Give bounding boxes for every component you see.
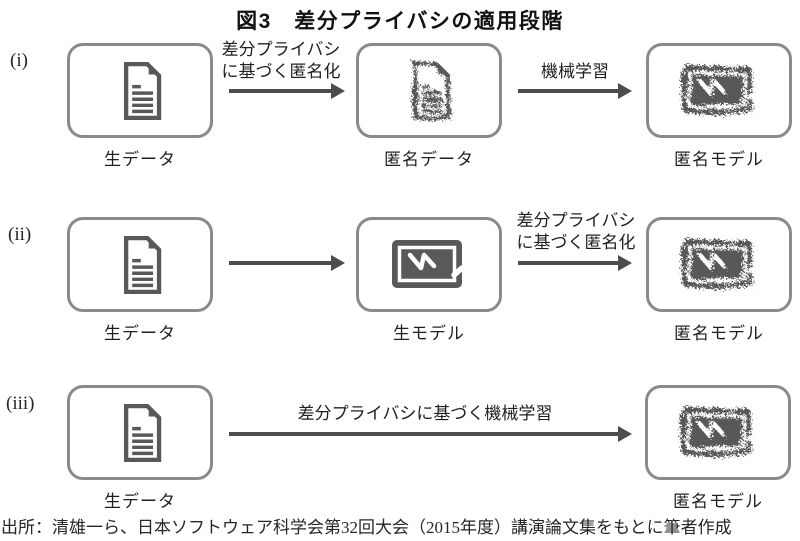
node-anonymous-data: 匿名データ — [356, 43, 502, 170]
node-box — [645, 385, 791, 480]
node-anonymous-model-2: 匿名モデル — [646, 217, 792, 344]
noisy-model-icon — [679, 237, 759, 292]
node-box — [356, 43, 502, 138]
source-caption: 出所：清雄一ら、日本ソフトウェア科学会第32回大会（2015年度）講演論文集をも… — [1, 518, 732, 537]
model-icon — [389, 237, 469, 292]
row-label-i: (i) — [10, 50, 28, 71]
node-raw-data-2: 生データ — [67, 217, 213, 344]
arrow-label-dp-machine-learning: 差分プライバシに基づく機械学習 — [297, 404, 553, 423]
arrow-right-icon — [229, 255, 345, 271]
node-box — [67, 217, 213, 312]
node-label: 生データ — [104, 492, 176, 511]
node-anonymous-model-1: 匿名モデル — [646, 43, 792, 170]
node-box — [646, 217, 792, 312]
node-raw-data-3: 生データ — [67, 385, 213, 512]
document-icon — [114, 233, 166, 297]
arrow-right-icon — [229, 426, 632, 442]
arrow-right-icon — [518, 83, 632, 99]
arrow-label-machine-learning: 機械学習 — [541, 62, 609, 81]
node-raw-model: 生モデル — [356, 217, 502, 344]
arrow-label-dp-anonymization-1: 差分プライバシ に基づく匿名化 — [221, 40, 341, 81]
node-anonymous-model-3: 匿名モデル — [645, 385, 791, 512]
node-box — [646, 43, 792, 138]
noisy-model-icon — [678, 405, 758, 460]
arrow-right-icon — [229, 83, 345, 99]
node-box — [356, 217, 502, 312]
node-label: 匿名モデル — [673, 492, 763, 511]
document-icon — [114, 401, 166, 465]
figure-title: 図3 差分プライバシの適用段階 — [236, 10, 564, 33]
row-label-ii: (ii) — [8, 224, 32, 245]
arrow-label-dp-anonymization-2: 差分プライバシ に基づく匿名化 — [516, 211, 636, 252]
document-icon — [114, 59, 166, 123]
node-box — [67, 43, 213, 138]
arrow-right-icon — [518, 255, 632, 271]
node-label: 匿名モデル — [674, 324, 764, 343]
noisy-model-icon — [679, 63, 759, 118]
node-box — [67, 385, 213, 480]
node-label: 生モデル — [393, 324, 465, 343]
noisy-document-icon — [403, 59, 455, 123]
row-label-iii: (iii) — [6, 393, 35, 414]
node-raw-data-1: 生データ — [67, 43, 213, 170]
node-label: 匿名モデル — [674, 150, 764, 169]
node-label: 生データ — [104, 150, 176, 169]
node-label: 匿名データ — [384, 150, 474, 169]
node-label: 生データ — [104, 324, 176, 343]
